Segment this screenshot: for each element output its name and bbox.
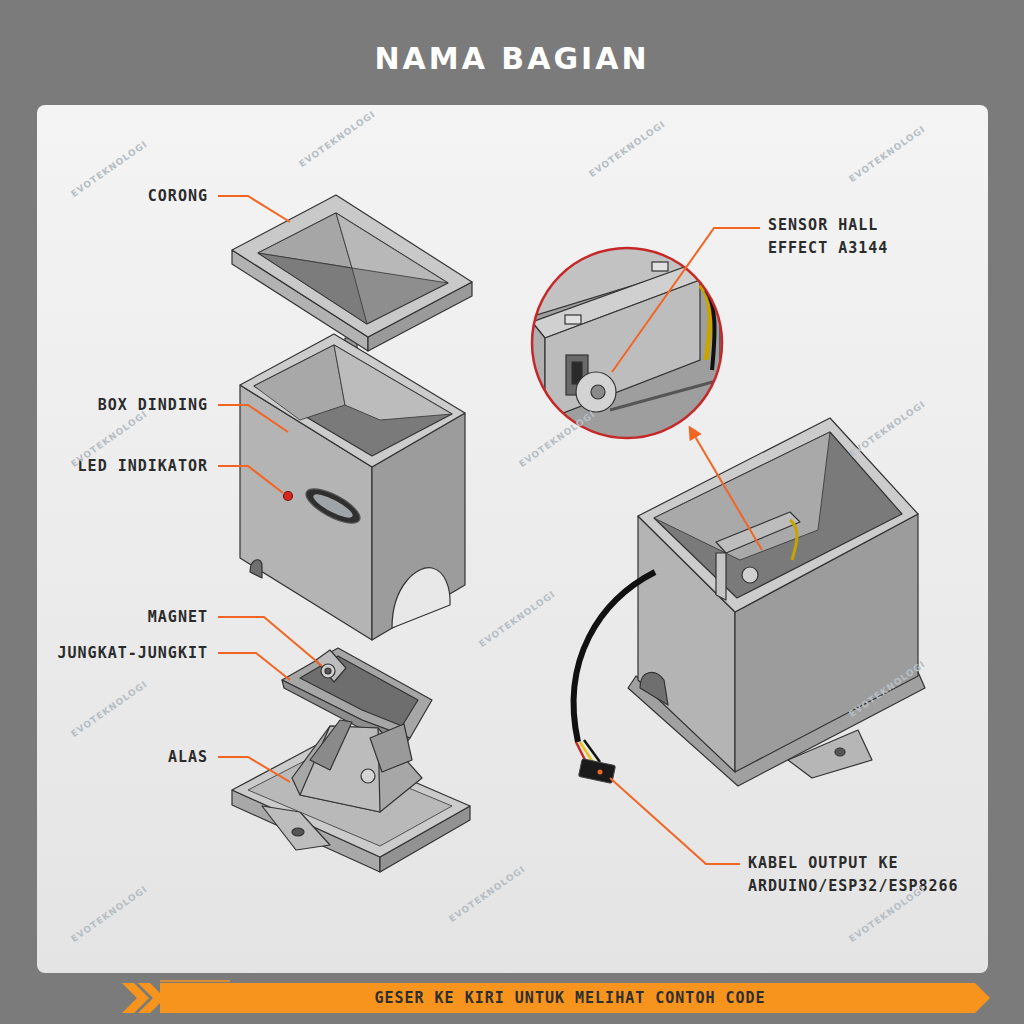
part-label: MAGNET	[148, 606, 208, 629]
box-dinding-part-shape	[301, 482, 364, 530]
assembled-box-shape	[716, 553, 726, 600]
corong-part-shape	[258, 253, 367, 324]
banner-shape	[160, 983, 990, 1013]
assembled-box-shape	[716, 512, 800, 553]
zoom-circle-shape	[532, 248, 722, 438]
jungkat-part-shape	[325, 668, 331, 674]
corong-part-shape	[258, 213, 448, 324]
assembled-box	[628, 418, 925, 786]
zoom-circle	[520, 240, 740, 460]
banner-text: GESER KE KIRI UNTUK MELIHAT CONTOH CODE	[374, 989, 765, 1007]
white-panel	[37, 105, 988, 973]
leader-lines-shape	[218, 466, 283, 493]
box-dinding-part-shape	[254, 345, 452, 456]
alas-part-shape	[370, 724, 412, 772]
assembled-box-shape	[835, 748, 845, 756]
zoom-circle-shape-shape	[610, 380, 720, 410]
page-title: NAMA BAGIAN	[374, 41, 649, 76]
cable-shape	[598, 770, 603, 775]
jungkat-part-shape	[300, 656, 418, 726]
part-label: JUNGKAT-JUNGKIT	[58, 642, 208, 665]
part-label: BOX DINDING	[98, 394, 208, 417]
assembled-box-shape	[654, 432, 902, 598]
corong-part-shape	[232, 195, 472, 337]
leader-lines-shape	[690, 428, 762, 550]
cable-shape	[574, 572, 655, 742]
box-dinding-part-shape	[240, 334, 465, 467]
part-label: ALAS	[168, 746, 208, 769]
box-dinding-part-shape	[284, 492, 293, 501]
assembled-box-shape	[654, 432, 830, 560]
part-label: CORONG	[148, 185, 208, 208]
banner-shape	[160, 980, 230, 982]
leader-lines-shape	[218, 617, 322, 666]
leader-lines-shape	[218, 757, 290, 782]
leader-lines-shape	[218, 196, 290, 222]
leader-lines	[218, 196, 762, 864]
alas-part-shape	[310, 720, 352, 770]
assembled-box-shape	[640, 672, 668, 705]
box-dinding-part-shape	[334, 345, 452, 420]
assembled-box-shape	[790, 520, 797, 560]
part-label: KABEL OUTPUT KE ARDUINO/ESP32/ESP8266	[748, 852, 978, 898]
box-dinding-part-shape	[392, 568, 450, 628]
zoom-circle-shape	[520, 240, 740, 460]
alas-part-shape	[361, 769, 375, 783]
corong-part	[232, 195, 472, 351]
assembled-box-shape	[638, 418, 918, 612]
box-dinding-part-shape	[250, 560, 262, 578]
zoom-circle-shape-shape	[545, 280, 700, 420]
assembled-box-shape	[742, 567, 758, 583]
leader-lines-shape	[610, 778, 740, 864]
banner	[122, 981, 990, 1013]
leader-lines-shape	[218, 405, 288, 432]
zoom-circle-shape-shape	[576, 372, 616, 412]
box-dinding-part-shape	[311, 490, 355, 521]
zoom-circle-shape-shape	[652, 262, 668, 271]
zoom-circle-shape-shape	[520, 265, 720, 460]
box-dinding-part-shape	[254, 345, 345, 420]
zoom-circle-shape-shape	[532, 322, 545, 440]
alas-part-shape	[292, 828, 304, 836]
leader-lines-shape	[218, 653, 290, 680]
cable	[574, 572, 655, 783]
part-label: LED INDIKATOR	[78, 455, 208, 478]
part-label: SENSOR HALL EFFECT A3144	[768, 214, 908, 260]
cable-shape	[584, 740, 600, 762]
zoom-circle-shape-shape	[565, 315, 581, 324]
leader-lines-shape	[612, 228, 760, 372]
banner-shape	[138, 983, 165, 1013]
banner-band: GESER KE KIRI UNTUK MELIHAT CONTOH CODE	[170, 983, 970, 1013]
zoom-circle-shape-shape	[591, 385, 605, 399]
cable-shape	[579, 759, 616, 784]
jungkat-part-shape	[321, 664, 335, 678]
alas-part	[232, 720, 470, 872]
